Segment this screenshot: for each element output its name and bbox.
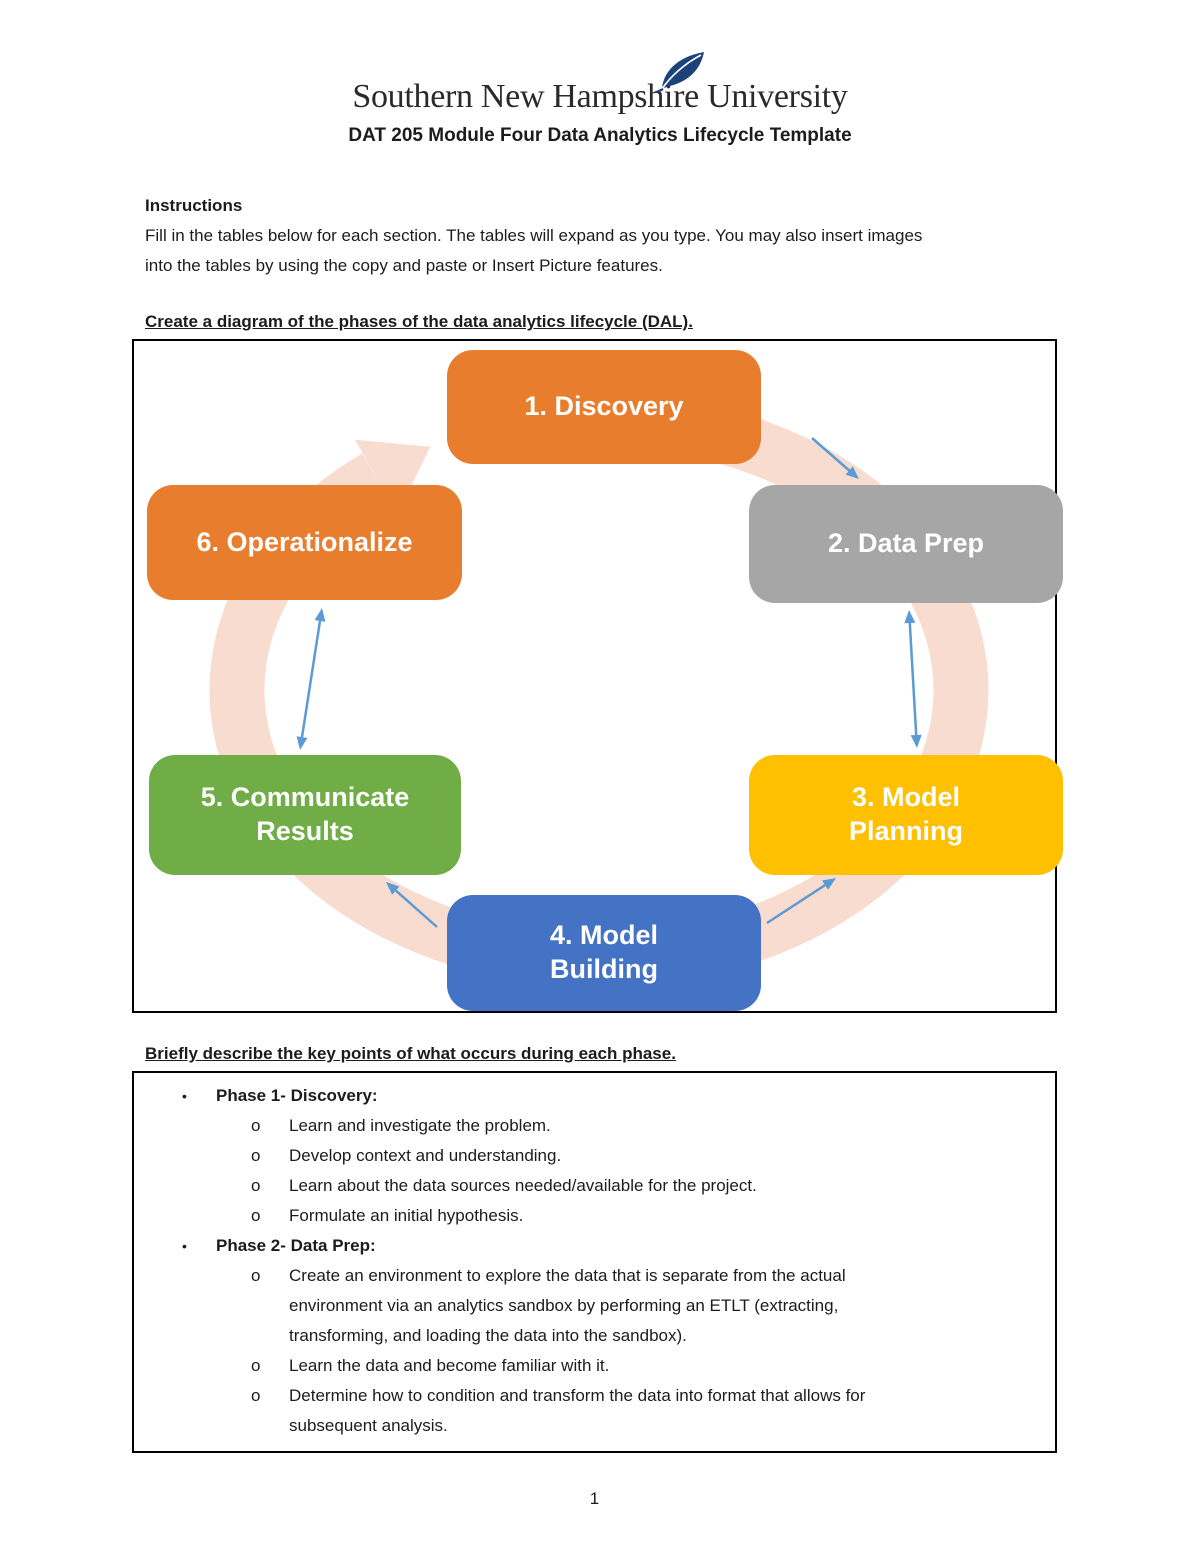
arrowhead: [314, 608, 326, 622]
list-item: o Learn about the data sources needed/av…: [134, 1171, 1037, 1201]
content-column: Instructions Fill in the tables below fo…: [132, 191, 1063, 1509]
phase2-title: Phase 2- Data Prep:: [216, 1236, 376, 1255]
circle-marker: o: [251, 1146, 261, 1165]
leaf-icon: [654, 51, 708, 102]
phase-box-operationalize: 6. Operationalize: [147, 485, 462, 600]
arrowhead: [296, 736, 308, 750]
list-item: o Learn and investigate the problem.: [134, 1111, 1037, 1141]
circle-marker: o: [251, 1116, 261, 1135]
arrowhead: [822, 878, 836, 890]
circle-marker: o: [251, 1206, 261, 1225]
list-item: o Develop context and understanding.: [134, 1141, 1037, 1171]
phase1-title-row: • Phase 1- Discovery:: [134, 1081, 1037, 1111]
arrow-modelbuilding-communicate: [394, 889, 438, 928]
cycle-ring-arrowhead: [355, 439, 431, 515]
arrow-operationalize-communicate: [300, 620, 322, 738]
instructions-heading: Instructions: [145, 196, 243, 215]
page-title: DAT 205 Module Four Data Analytics Lifec…: [348, 125, 852, 146]
header: Southern New Hampshire University DAT 20…: [0, 0, 1200, 147]
phase1-item-4: Formulate an initial hypothesis.: [289, 1206, 524, 1225]
arrowhead: [386, 882, 400, 895]
arrowhead: [904, 610, 916, 624]
phase1-item-2: Develop context and understanding.: [289, 1146, 562, 1165]
bullet-marker: •: [182, 1088, 187, 1104]
page-number: 1: [589, 1489, 600, 1508]
phase1-title: Phase 1- Discovery:: [216, 1086, 378, 1105]
phase2-title-row: • Phase 2- Data Prep:: [134, 1231, 1037, 1261]
list-item: o Create an environment to explore the d…: [134, 1261, 1037, 1351]
instructions-section: Instructions Fill in the tables below fo…: [132, 191, 1057, 281]
list-item: o Formulate an initial hypothesis.: [134, 1201, 1037, 1231]
phase-box-model-building: 4. Model Building: [447, 895, 761, 1011]
arrow-discovery-dataprep: [811, 437, 851, 472]
diagram-section-heading: Create a diagram of the phases of the da…: [145, 312, 693, 331]
dal-diagram-box: 1. Discovery 2. Data Prep 3. Model Plann…: [132, 339, 1063, 1013]
phase2-item-3: Determine how to condition and transform…: [289, 1386, 866, 1435]
keypoints-section-heading: Briefly describe the key points of what …: [145, 1044, 676, 1063]
circle-marker: o: [251, 1356, 261, 1375]
phase-box-model-planning: 3. Model Planning: [749, 755, 1063, 875]
list-item: o Determine how to condition and transfo…: [134, 1381, 1037, 1441]
arrowhead: [910, 734, 922, 748]
phase1-item-3: Learn about the data sources needed/avai…: [289, 1176, 757, 1195]
arrow-dataprep-modelplanning: [908, 622, 918, 736]
phase-box-discovery: 1. Discovery: [447, 350, 761, 464]
list-item: o Learn the data and become familiar wit…: [134, 1351, 1037, 1381]
phase1-item-1: Learn and investigate the problem.: [289, 1116, 551, 1135]
phase2-item-1: Create an environment to explore the dat…: [289, 1266, 846, 1345]
circle-marker: o: [251, 1386, 261, 1405]
snhu-logo: Southern New Hampshire University: [352, 52, 848, 116]
circle-marker: o: [251, 1266, 261, 1285]
bullet-marker: •: [182, 1238, 187, 1254]
keypoints-box: • Phase 1- Discovery: o Learn and invest…: [132, 1071, 1057, 1453]
logo-text: Southern New Hampshire University: [352, 78, 848, 115]
phase-box-communicate-results: 5. Communicate Results: [149, 755, 461, 875]
arrowhead: [845, 466, 859, 479]
phase-box-data-prep: 2. Data Prep: [749, 485, 1063, 603]
arrow-modelbuilding-modelplanning: [766, 884, 826, 925]
circle-marker: o: [251, 1176, 261, 1195]
phase2-item-2: Learn the data and become familiar with …: [289, 1356, 610, 1375]
instructions-body: Fill in the tables below for each sectio…: [145, 226, 923, 275]
